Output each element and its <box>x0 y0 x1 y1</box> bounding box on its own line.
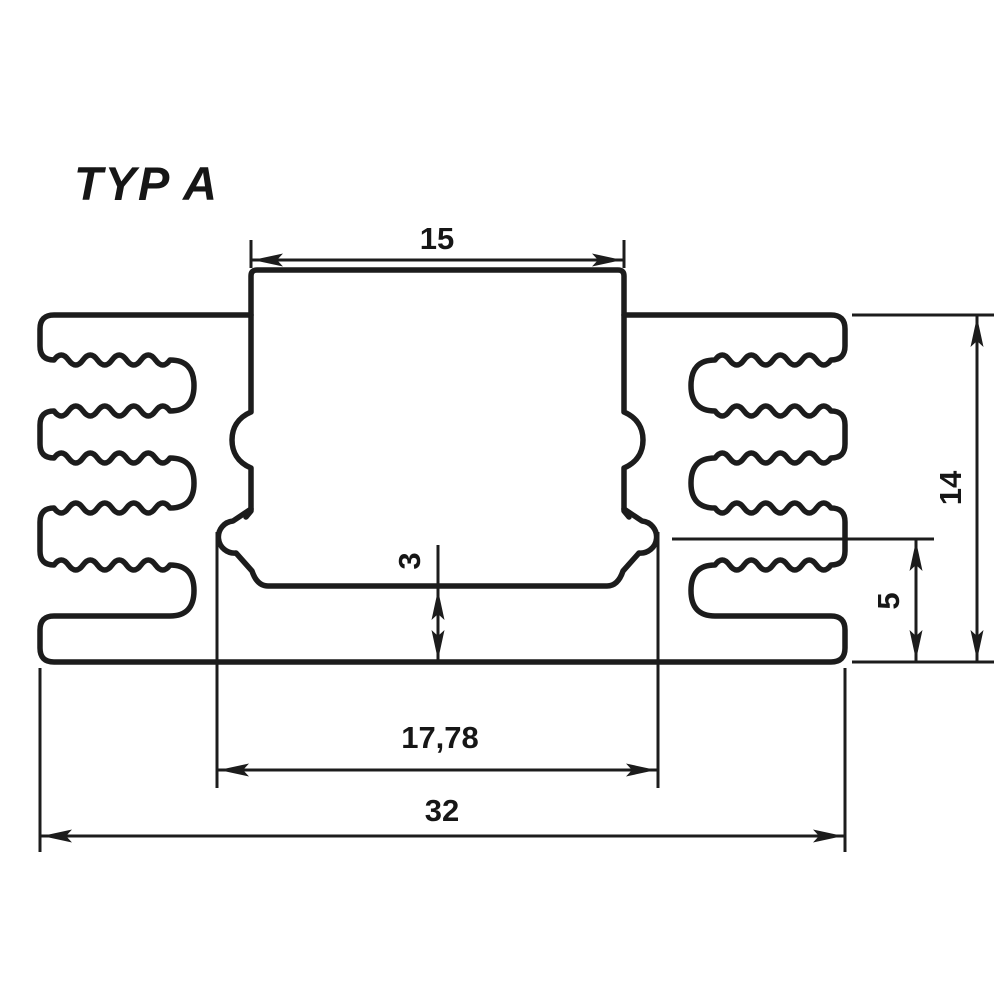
dimension-label-hole-height: 5 <box>871 592 906 609</box>
mounting-tower-outline <box>229 267 646 520</box>
arrowhead <box>253 253 283 267</box>
drawing-title: TYP A <box>74 157 219 210</box>
arrowhead <box>592 253 622 267</box>
dimension-label-pin-spacing: 17,78 <box>401 720 479 755</box>
arrowhead <box>813 829 843 843</box>
dimension-arrowheads <box>42 253 984 843</box>
dimension-label-top-width: 15 <box>420 221 454 256</box>
extension-lines-pin-spacing <box>215 532 660 788</box>
dimension-label-overall-height: 14 <box>933 470 968 505</box>
dimension-label-overall-width: 32 <box>425 793 459 828</box>
arrowhead <box>431 590 445 620</box>
extension-lines-overall-height <box>852 313 994 664</box>
arrowhead <box>431 630 445 660</box>
arrowhead <box>970 630 984 660</box>
extension-lines-overall-width <box>38 668 847 852</box>
dimension-label-base-thickness: 3 <box>392 552 427 569</box>
arrowhead <box>626 763 656 777</box>
heatsink-fin-outline <box>37 312 848 665</box>
arrowhead <box>970 317 984 347</box>
arrowhead <box>909 541 923 571</box>
arrowhead <box>42 829 72 843</box>
extension-lines-top-width <box>249 240 626 268</box>
arrowhead <box>909 630 923 660</box>
arrowhead <box>219 763 249 777</box>
